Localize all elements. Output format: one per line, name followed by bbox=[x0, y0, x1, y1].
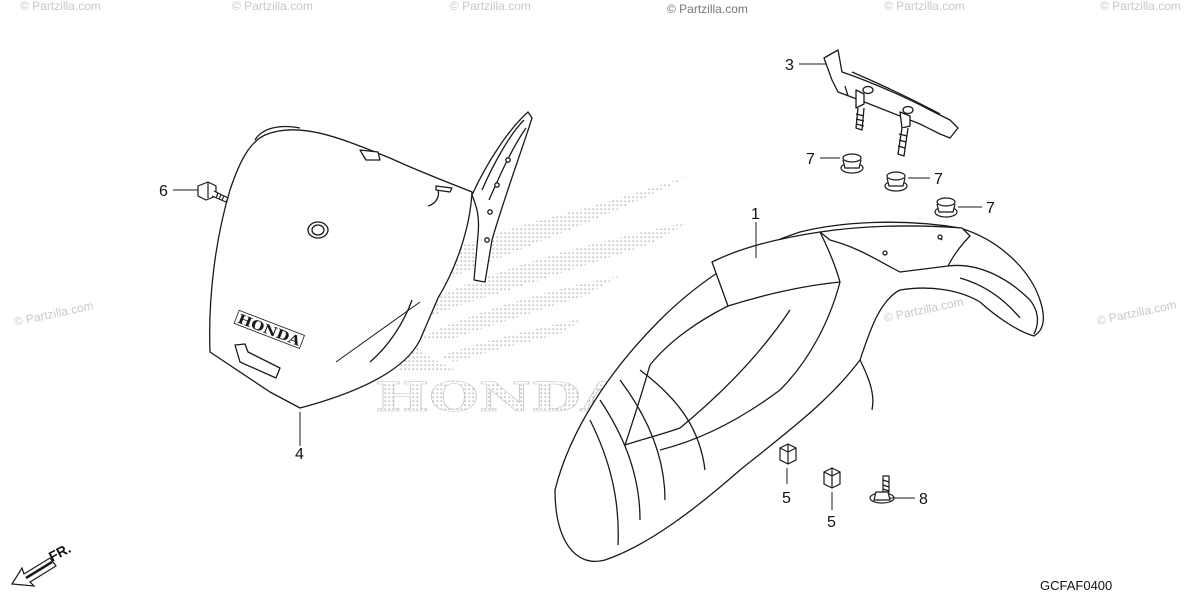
grommet-7a bbox=[840, 153, 864, 174]
watermark: © Partzilla.com bbox=[20, 0, 101, 13]
callout-5a: 5 bbox=[782, 490, 791, 507]
watermark: © Partzilla.com bbox=[884, 0, 965, 13]
background-logo-text: HONDA bbox=[375, 374, 626, 421]
callout-7c: 7 bbox=[986, 200, 995, 217]
number-plate: HONDA bbox=[209, 111, 533, 409]
callout-4: 4 bbox=[295, 446, 304, 463]
callout-7a: 7 bbox=[806, 151, 815, 168]
callout-5b: 5 bbox=[827, 514, 836, 531]
callout-6: 6 bbox=[159, 183, 168, 200]
callout-1: 1 bbox=[751, 206, 760, 223]
watermark: © Partzilla.com bbox=[667, 2, 748, 16]
watermark: © Partzilla.com bbox=[1096, 297, 1178, 328]
collar-5a bbox=[779, 443, 797, 465]
watermark: © Partzilla.com bbox=[13, 298, 95, 329]
collar-5b bbox=[823, 467, 841, 489]
grommets bbox=[840, 153, 958, 218]
grommet-7c bbox=[934, 197, 958, 218]
callout-7b: 7 bbox=[934, 171, 943, 188]
front-fender bbox=[554, 221, 1045, 562]
collars bbox=[779, 443, 841, 489]
front-direction-indicator: FR. bbox=[10, 540, 73, 587]
screw bbox=[197, 181, 229, 203]
callout-8: 8 bbox=[919, 491, 928, 508]
grommet-7b bbox=[884, 171, 908, 192]
watermark: © Partzilla.com bbox=[883, 294, 965, 325]
leader-lines bbox=[173, 63, 982, 510]
bolt bbox=[869, 475, 895, 504]
watermark: © Partzilla.com bbox=[232, 0, 313, 13]
callout-3: 3 bbox=[785, 57, 794, 74]
fender-stay bbox=[823, 49, 959, 157]
diagram-code: GCFAF0400 bbox=[1040, 578, 1112, 593]
watermark: © Partzilla.com bbox=[1100, 0, 1181, 13]
watermark: © Partzilla.com bbox=[450, 0, 531, 13]
